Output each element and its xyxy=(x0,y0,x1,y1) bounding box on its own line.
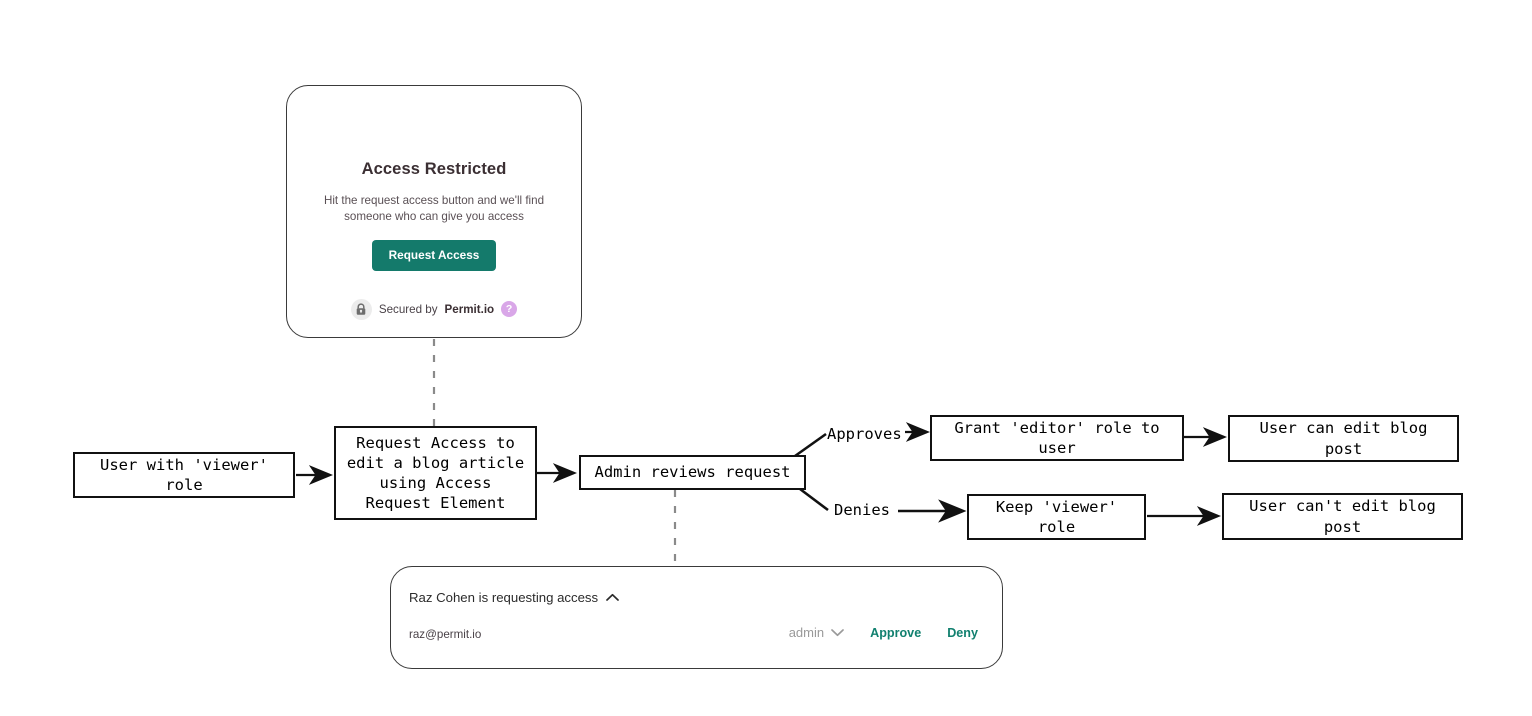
approval-heading-row[interactable]: Raz Cohen is requesting access xyxy=(409,590,619,605)
flow-node-admin-reviews[interactable]: Admin reviews request xyxy=(579,455,806,490)
lock-icon xyxy=(350,298,372,320)
secured-by-text: Secured by xyxy=(378,302,438,316)
access-restricted-card: Access Restricted Hit the request access… xyxy=(286,85,582,338)
access-request-approval-card: Raz Cohen is requesting access raz@permi… xyxy=(390,566,1003,669)
approval-actions: admin Approve Deny xyxy=(789,625,978,640)
request-access-button[interactable]: Request Access xyxy=(371,239,497,271)
flow-node-user-cannot-edit[interactable]: User can't edit blog post xyxy=(1222,493,1463,540)
access-card-title: Access Restricted xyxy=(361,160,507,178)
edge-label-denies: Denies xyxy=(834,501,890,519)
chevron-down-icon xyxy=(831,625,844,640)
approval-heading-text: Raz Cohen is requesting access xyxy=(409,590,599,605)
flow-node-keep-viewer[interactable]: Keep 'viewer' role xyxy=(967,494,1146,540)
flow-node-user-can-edit[interactable]: User can edit blog post xyxy=(1228,415,1459,462)
role-select-value: admin xyxy=(788,625,825,640)
flow-node-grant-editor[interactable]: Grant 'editor' role to user xyxy=(930,415,1184,461)
edge-label-approves: Approves xyxy=(827,425,902,443)
flow-node-request-access[interactable]: Request Access to edit a blog article us… xyxy=(334,426,537,520)
flow-node-user-viewer[interactable]: User with 'viewer' role xyxy=(73,452,295,498)
role-select[interactable]: admin xyxy=(789,625,844,640)
permit-brand-label: Permit.io xyxy=(444,302,495,316)
help-icon[interactable]: ? xyxy=(501,301,518,318)
deny-button[interactable]: Deny xyxy=(947,625,978,640)
requester-email: raz@permit.io xyxy=(409,628,482,641)
chevron-up-icon[interactable] xyxy=(606,590,619,605)
secured-by-row: Secured by Permit.io ? xyxy=(350,298,518,320)
access-card-subtitle: Hit the request access button and we'll … xyxy=(323,194,545,223)
approve-button[interactable]: Approve xyxy=(870,625,922,640)
